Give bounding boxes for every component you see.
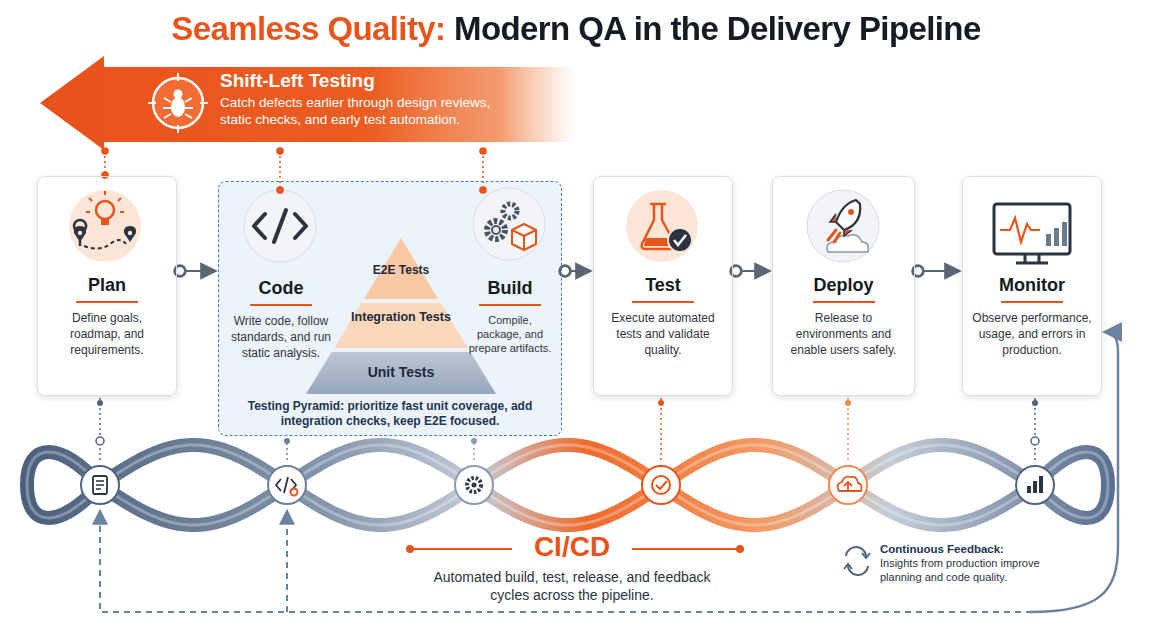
stage-card: CodeWrite code, follow standards, and ru… [221,191,341,371]
pyramid-label: E2E Tests [364,264,438,277]
ribbon-shine [27,445,1108,525]
title-underline [1001,301,1063,303]
title-underline [479,304,541,306]
stage-description: Define goals, roadmap, and requirements. [38,310,176,358]
cicd-ribbon [27,445,1108,525]
pyramid-level: Unit Tests [306,352,496,394]
shift-left-connector [104,151,106,175]
stage-card: TestExecute automated tests and validate… [593,176,733,396]
pyramid-label: Unit Tests [306,364,496,381]
code-build-group: Testing Pyramid: prioritize fast unit co… [218,181,562,436]
feedback-heading: Continuous Feedback: [880,542,1060,556]
stage-title: Plan [38,274,176,296]
stage-card: BuildCompile, package, and prepare artif… [463,191,557,371]
code-icon [244,190,316,262]
stage-description: Release to environments and enable users… [773,310,914,358]
stage-title: Code [221,277,341,299]
stage-description: Compile, package, and prepare artifacts. [463,313,557,355]
flow-arrow [565,270,591,272]
stage-description: Execute automated tests and validate qua… [594,310,732,358]
shift-left-connector [482,151,484,190]
ribbon-band [27,445,1108,525]
pyramid-shape [334,303,468,348]
build-icon [473,188,545,260]
group-fill [219,182,561,435]
ribbon-icons [81,466,1054,504]
test-icon [626,190,698,262]
stage-title: Monitor [963,274,1101,296]
title-underline [250,304,312,306]
title-underline [632,301,694,303]
band-description: Catch defects earlier through design rev… [220,94,512,128]
stage-card: PlanDefine goals, roadmap, and requireme… [37,176,177,396]
stage-title: Test [594,274,732,296]
band-title: Shift-Left Testing [220,69,512,92]
title-underline [76,301,138,303]
stage-card: DeployRelease to environments and enable… [772,176,915,396]
pyramid-label: Integration Tests [334,310,468,325]
plan-icon [69,190,141,262]
flow-arrow [180,270,216,272]
flow-arrow [736,270,770,272]
band-text: Shift-Left TestingCatch defects earlier … [220,69,512,128]
monitor-icon [994,204,1070,263]
page-title: Seamless Quality: Modern QA in the Deliv… [171,9,980,49]
cicd-heading: CI/CD [472,530,672,564]
feedback-arrows [100,332,1118,612]
group-caption: Testing Pyramid: prioritize fast unit co… [233,399,547,429]
stage-card: MonitorObserve performance, usage, and e… [962,176,1102,396]
refresh-icon [844,547,870,575]
title-underline [813,301,875,303]
shift-left-band: Shift-Left TestingCatch defects earlier … [40,56,575,150]
pyramid-level: Integration Tests [334,303,468,348]
flow-arrow [918,270,960,272]
cicd-description: Automated build, test, release, and feed… [427,568,717,604]
shift-left-connector [279,151,281,190]
stage-description: Observe performance, usage, and errors i… [963,310,1101,358]
stage-title: Deploy [773,274,914,296]
stage-title: Build [463,277,557,299]
pyramid-level: E2E Tests [364,238,438,299]
feedback-description: Insights from production improve plannin… [880,556,1050,584]
deploy-icon [807,190,879,262]
stage-description: Write code, follow standards, and run st… [221,313,341,361]
